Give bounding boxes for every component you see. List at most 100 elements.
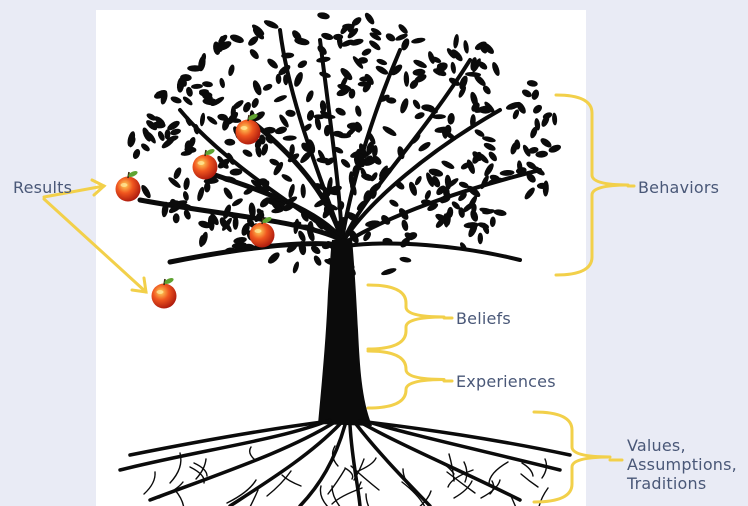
leaf [165, 200, 180, 208]
leaf [477, 232, 483, 245]
leaf [352, 164, 359, 177]
leaf [414, 112, 425, 120]
leaf [348, 88, 356, 99]
leaf [260, 197, 270, 208]
leaf [431, 56, 442, 63]
label-values-line2: Assumptions, [627, 455, 737, 474]
leaf [354, 121, 363, 132]
root [446, 471, 476, 494]
root [248, 446, 256, 461]
leaf [229, 34, 244, 44]
leaf [164, 129, 171, 140]
apple-icon [115, 171, 141, 202]
root [193, 462, 208, 477]
leaf [411, 37, 426, 44]
leaf [307, 228, 315, 242]
leaf [489, 216, 496, 228]
leaf [357, 81, 370, 87]
leaf [340, 75, 348, 89]
label-behaviors: Behaviors [638, 178, 720, 197]
leaf [361, 173, 374, 181]
leaf [170, 128, 182, 136]
leaf [217, 158, 230, 169]
leaf [314, 198, 328, 208]
leaf [140, 143, 150, 152]
root [169, 452, 182, 484]
leaf [203, 181, 211, 193]
leaf [533, 104, 542, 114]
leaf [132, 149, 141, 159]
root [353, 458, 365, 481]
leaf [526, 173, 536, 183]
label-values-group: Values, Assumptions, Traditions [627, 436, 737, 493]
leaf [256, 208, 265, 218]
leaf [172, 213, 180, 224]
leaf [482, 209, 495, 215]
root [331, 445, 339, 467]
leaf [474, 129, 485, 137]
leaf [413, 59, 427, 69]
root [488, 461, 509, 485]
leaf [432, 114, 446, 120]
leaf [252, 111, 265, 122]
leaf [382, 237, 393, 245]
leaf [315, 183, 329, 192]
leaf [441, 160, 455, 169]
leaf [467, 185, 481, 198]
leaf [316, 56, 331, 63]
leaf [480, 175, 489, 190]
leaf [178, 203, 194, 211]
leaf [282, 135, 297, 141]
root [350, 465, 380, 491]
leaf [528, 146, 539, 154]
leaf [386, 97, 397, 104]
leaf [397, 146, 405, 160]
leaf [381, 215, 391, 225]
apples [115, 114, 275, 309]
leaf [222, 117, 230, 131]
tree-branch [342, 58, 472, 242]
leaf [401, 38, 410, 51]
leaf [400, 237, 410, 248]
leaf [248, 36, 259, 46]
leaf [474, 105, 490, 113]
leaf [224, 247, 236, 254]
leaf [514, 139, 521, 150]
tree-branch [178, 108, 342, 242]
leaf [228, 64, 235, 77]
leaf [444, 211, 451, 226]
values-bracket [532, 410, 612, 504]
leaf [487, 177, 503, 184]
leaf [263, 20, 279, 29]
leaf [337, 201, 345, 211]
leaf [300, 212, 309, 222]
leaf [210, 213, 219, 226]
leaf [470, 114, 476, 128]
leaf [231, 198, 243, 207]
leaf [531, 89, 540, 100]
root [489, 480, 495, 495]
leaf [333, 146, 344, 154]
leaf [286, 196, 298, 204]
leaf [440, 192, 450, 204]
leaf [322, 202, 338, 211]
leaf [493, 209, 507, 216]
leaf [349, 38, 364, 46]
canopy [127, 12, 561, 276]
leaf [168, 177, 181, 188]
leaf [243, 102, 251, 113]
leaf [426, 172, 434, 188]
root [143, 471, 156, 495]
leaf [278, 65, 291, 76]
leaf [376, 58, 388, 66]
leaf [340, 68, 353, 81]
leaf [369, 32, 382, 41]
root [447, 469, 474, 488]
label-values-line3: Traditions [627, 474, 707, 493]
apple-icon [249, 217, 275, 248]
arrow-icon [42, 184, 106, 199]
leaf [168, 203, 183, 214]
leaf [279, 114, 289, 128]
leaf [199, 112, 206, 127]
leaf [129, 136, 136, 148]
